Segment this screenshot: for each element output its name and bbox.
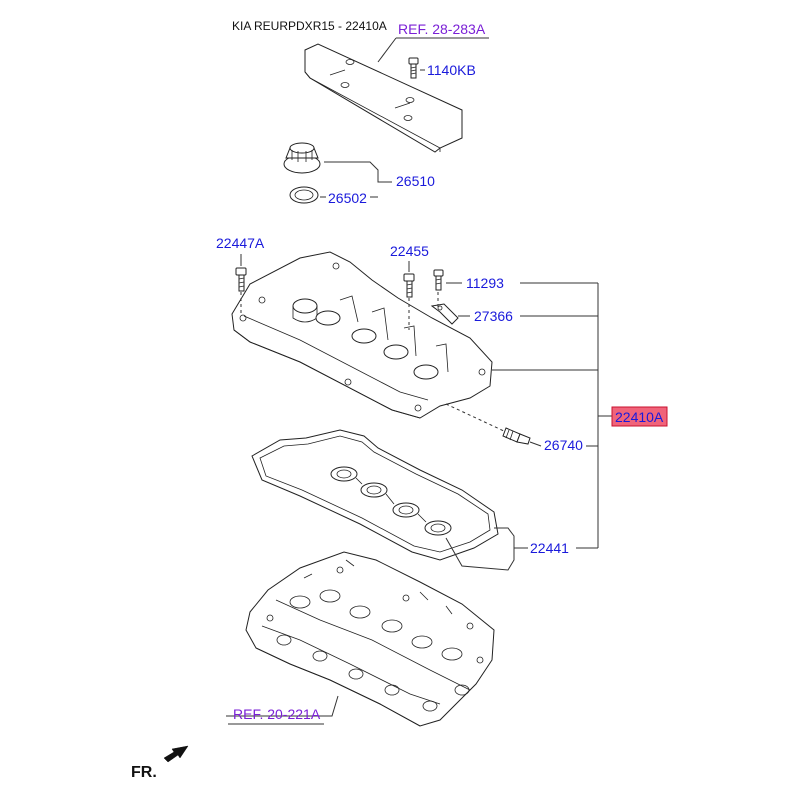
leader-22441	[494, 527, 528, 549]
leader-26510	[324, 161, 392, 183]
part-label-26510[interactable]: 26510	[396, 173, 435, 189]
part-label-27366[interactable]: 27366	[474, 308, 513, 324]
pcv-valve-part	[502, 427, 531, 445]
bolt-22455-part	[403, 273, 415, 298]
front-label: FR.	[131, 764, 157, 781]
oil-filler-cap-part	[283, 142, 321, 174]
cover-gasket-part	[251, 429, 499, 561]
bracket-27366-part	[430, 303, 459, 325]
part-label-26740[interactable]: 26740	[544, 437, 583, 453]
part-label-1140kb[interactable]: 1140KB	[427, 62, 476, 78]
engine-cover-part	[304, 43, 463, 153]
part-label-22441[interactable]: 22441	[530, 540, 569, 556]
bolt-11293-part	[433, 269, 444, 291]
diagram-title: KIA REURPDXR15 - 22410A	[232, 19, 387, 33]
highlight-22410a[interactable]	[611, 406, 668, 427]
cylinder-head-part	[245, 551, 495, 727]
ref-top-leader	[377, 37, 397, 63]
bolt-1140kb-part	[408, 57, 419, 79]
part-label-26502[interactable]: 26502	[328, 190, 367, 206]
ref-top-label[interactable]: REF. 28-283A	[398, 21, 486, 37]
spark-plug-seals	[330, 466, 452, 536]
rocker-cover-part	[231, 251, 493, 419]
part-label-22410a[interactable]: 22410A	[615, 409, 664, 425]
filler-cap-gasket-part	[289, 186, 319, 204]
leader-26740	[529, 441, 542, 447]
part-label-11293[interactable]: 11293	[466, 275, 504, 291]
bolt-22447a-part	[235, 267, 247, 292]
front-arrow-icon	[163, 745, 189, 763]
pcv-path	[445, 403, 507, 433]
part-label-22447a[interactable]: 22447A	[216, 235, 265, 251]
part-label-22455[interactable]: 22455	[390, 243, 429, 259]
ref-bottom-leader	[226, 695, 339, 717]
leader-22441-b	[445, 537, 515, 571]
ref-bottom-label[interactable]: REF. 20-221A	[233, 706, 321, 722]
